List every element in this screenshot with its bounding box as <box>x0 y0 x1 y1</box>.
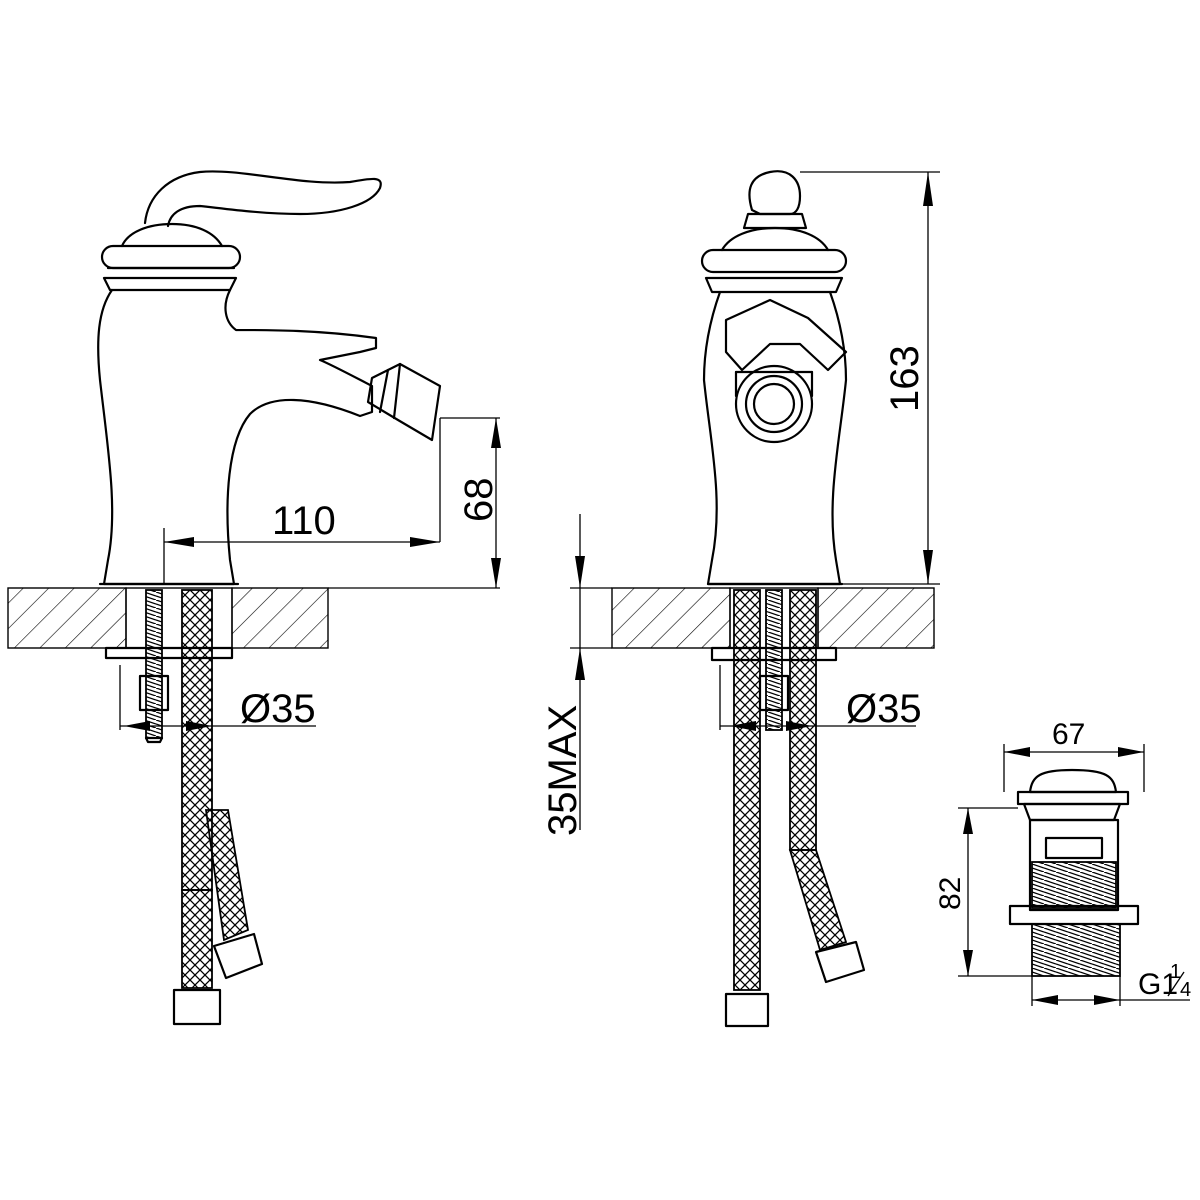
dim-total-height: 163 <box>800 171 940 585</box>
dim-spout-height: 68 <box>328 417 501 589</box>
dim-label-diameter-left: Ø35 <box>240 687 316 731</box>
dim-pipe-diameter-left: Ø35 <box>119 665 316 731</box>
dim-drain-width: 67 <box>1003 718 1145 792</box>
drain-overflow-slot <box>1044 836 1104 860</box>
dim-label-67: 67 <box>1052 718 1085 751</box>
hex-nut <box>138 674 170 712</box>
dim-label-thread-denominator: 4 <box>1180 979 1191 1001</box>
front-handle-knob <box>748 170 802 216</box>
faucet-side-view <box>97 170 442 1026</box>
dim-drain-thread: G1 1 4 <box>1031 961 1191 1006</box>
dim-label-68: 68 <box>457 478 501 523</box>
dim-label-163: 163 <box>883 345 927 412</box>
aerator-inner <box>752 382 796 426</box>
dim-pipe-diameter-right: Ø35 <box>719 665 922 731</box>
dim-drain-height: 82 <box>934 807 1032 977</box>
dim-spout-reach: 110 <box>163 499 440 585</box>
lever-handle <box>143 170 382 228</box>
threaded-stud <box>145 589 163 739</box>
front-threaded-stud <box>765 589 783 731</box>
front-hose-left <box>733 589 761 991</box>
dim-label-35max: 35MAX <box>541 705 585 836</box>
front-hose-right <box>789 589 817 851</box>
dim-label-thread-numerator: 1 <box>1170 961 1181 983</box>
dim-label-g1: G1 <box>1138 968 1178 1001</box>
dim-label-82: 82 <box>934 877 967 910</box>
countertop-right <box>611 587 935 649</box>
faucet-front-view <box>700 170 866 1028</box>
dim-max-thickness: 35MAX <box>541 514 612 836</box>
dim-label-diameter-right: Ø35 <box>846 687 922 731</box>
bidet-aerator <box>366 362 442 442</box>
dim-label-110: 110 <box>272 499 336 543</box>
drain-plug-view <box>1008 768 1140 977</box>
drain-cap <box>1028 768 1118 794</box>
countertop-left <box>7 587 329 649</box>
drain-thread <box>1031 923 1121 977</box>
faucet-body <box>97 288 378 586</box>
dome-cap <box>120 222 224 248</box>
aerator-outer <box>734 364 814 444</box>
supply-hose <box>181 589 213 891</box>
